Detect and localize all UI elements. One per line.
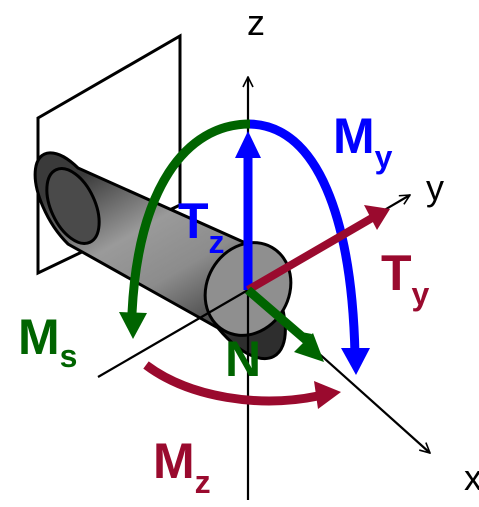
x-axis-label: x — [464, 457, 479, 498]
Ty-arrow-shaft — [245, 214, 375, 294]
Tz-arrowhead — [235, 131, 261, 158]
label-My: My — [333, 108, 393, 175]
label-Mz: Mz — [153, 433, 211, 500]
My-arrowhead — [341, 348, 370, 375]
label-N: N — [225, 331, 261, 387]
Mz-arrowhead — [314, 381, 341, 409]
label-Tz: Tz — [178, 193, 225, 260]
N-arrowhead-tip — [294, 333, 324, 362]
Ms-arc — [127, 119, 251, 314]
label-Ms: Ms — [18, 309, 77, 374]
Ty-arrowhead — [364, 205, 390, 230]
Ms-arrowhead — [119, 312, 147, 339]
My-arc — [247, 119, 360, 356]
y-axis-label: y — [426, 167, 444, 208]
N-arrow-shaft — [245, 286, 309, 344]
Mz-arc — [143, 361, 319, 406]
cylinder-back-end — [45, 167, 101, 245]
z-axis-label: z — [247, 2, 265, 43]
label-Ty: Ty — [381, 245, 430, 312]
s-axis-line — [97, 289, 249, 378]
